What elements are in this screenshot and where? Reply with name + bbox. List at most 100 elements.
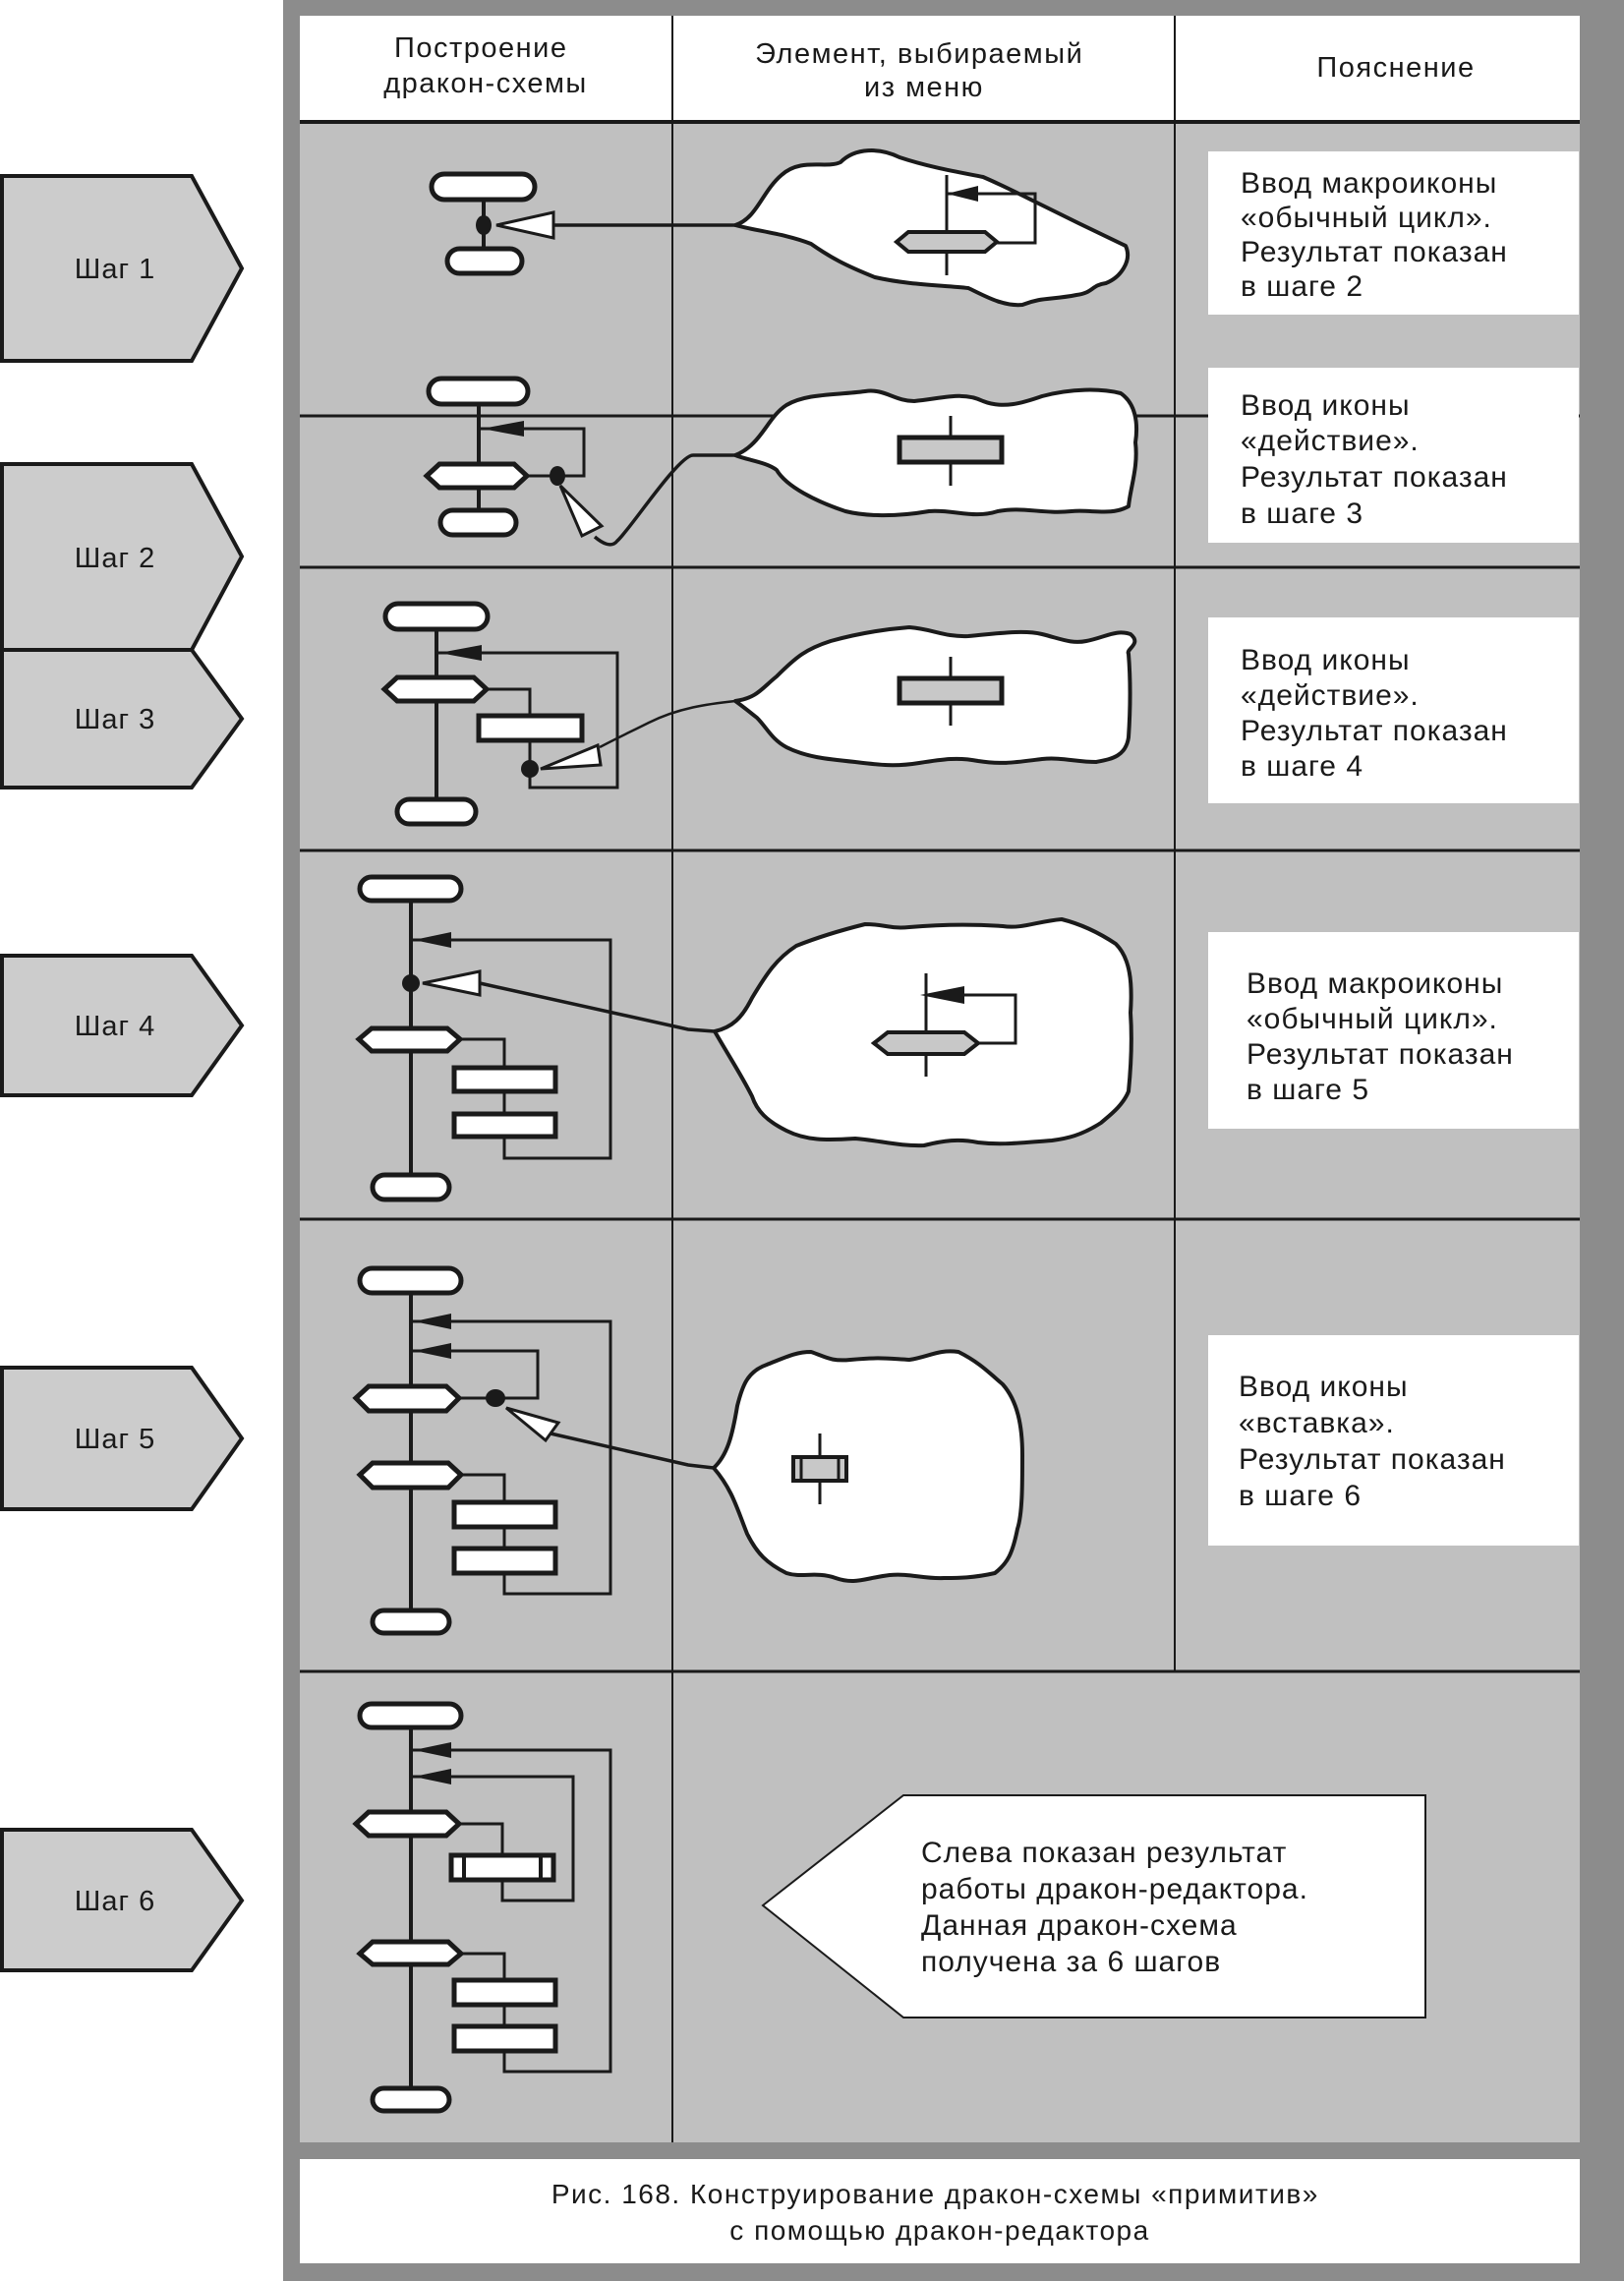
insert-icon bbox=[791, 1433, 848, 1504]
explanation-line: Ввод иконы bbox=[1241, 389, 1411, 422]
step-label-2: Шаг 2 bbox=[75, 543, 155, 574]
caption-line: с помощью дракон-редактора bbox=[729, 2215, 1149, 2246]
table-header-background bbox=[300, 16, 1580, 122]
explanation-line: «обычный цикл». bbox=[1241, 202, 1492, 234]
loop-hexagon bbox=[380, 674, 491, 704]
menu-icons bbox=[791, 175, 1037, 1504]
caption-background bbox=[300, 2159, 1580, 2263]
explanation-text-2: Ввод иконы «действие». Результат показан… bbox=[1241, 389, 1517, 530]
branch-line bbox=[459, 1822, 504, 1855]
arrow-left-icon bbox=[439, 645, 482, 661]
explanation-box-1 bbox=[1208, 151, 1579, 315]
explanation-line: в шаге 6 bbox=[1239, 1480, 1362, 1512]
explanation-line: Ввод иконы bbox=[1239, 1371, 1409, 1403]
pointer-arrow-icon bbox=[540, 742, 603, 771]
header-col1: Построение дракон-схемы bbox=[383, 32, 588, 99]
terminal-end bbox=[370, 2085, 452, 2114]
action-box bbox=[451, 1977, 558, 2008]
loop-hexagon bbox=[356, 1939, 465, 1967]
arrow-left-icon bbox=[414, 1769, 451, 1784]
explanation-line: Ввод макроиконы bbox=[1247, 967, 1503, 1000]
pointer-arrow-icon bbox=[505, 1406, 561, 1443]
icon-loop-line bbox=[947, 192, 1037, 245]
explanation-line: в шаге 4 bbox=[1241, 750, 1363, 783]
loop-hexagon bbox=[355, 1025, 464, 1054]
insert-box bbox=[448, 1852, 556, 1883]
insertion-point bbox=[550, 466, 565, 486]
terminal-start bbox=[382, 601, 491, 632]
step-label-3: Шаг 3 bbox=[75, 704, 155, 735]
step-badge-3 bbox=[0, 648, 245, 790]
menu-cloud-1[interactable] bbox=[733, 148, 1130, 308]
insertion-point bbox=[476, 215, 492, 235]
loop-hexagon bbox=[352, 1809, 463, 1839]
explanation-line: Результат показан bbox=[1241, 461, 1508, 494]
drakon-schemes bbox=[352, 171, 619, 2114]
scheme-step-1 bbox=[429, 171, 555, 276]
loop-hexagon-icon bbox=[870, 1030, 982, 1056]
explanation-line: «действие». bbox=[1241, 425, 1420, 457]
arrow-left-icon bbox=[414, 1742, 451, 1758]
connector-step-3 bbox=[599, 699, 736, 749]
action-icon bbox=[897, 416, 1005, 486]
step-badge-4 bbox=[0, 954, 245, 1097]
explanation-line: Результат показан bbox=[1241, 715, 1508, 747]
explanation-line: Результат показан bbox=[1247, 1038, 1514, 1071]
connector-step-5 bbox=[550, 1432, 715, 1470]
figure-caption: Рис. 168. Конструирование дракон-схемы «… bbox=[551, 2179, 1328, 2246]
branch-line bbox=[460, 1037, 506, 1068]
loop-macroicon bbox=[870, 973, 1017, 1077]
header-col1-line: Построение bbox=[394, 32, 567, 64]
connector-step-2 bbox=[593, 453, 735, 547]
callout-line: Слева показан результат bbox=[921, 1837, 1287, 1869]
action-box bbox=[476, 713, 585, 743]
step-label-6: Шаг 6 bbox=[75, 1886, 155, 1917]
menu-clouds bbox=[712, 148, 1139, 1583]
scheme-step-5 bbox=[352, 1265, 612, 1636]
loop-hexagon bbox=[352, 1383, 463, 1414]
step-badges bbox=[0, 174, 245, 1972]
header-col2-line: из меню bbox=[864, 72, 984, 103]
action-box bbox=[451, 1111, 558, 1140]
scheme-step-3 bbox=[380, 601, 619, 827]
branch-line bbox=[487, 687, 532, 716]
scheme-step-4 bbox=[355, 874, 612, 1202]
terminal-start bbox=[357, 1265, 464, 1296]
arrow-left-icon bbox=[414, 932, 451, 948]
explanation-line: «обычный цикл». bbox=[1247, 1003, 1498, 1035]
header-col2-line: Элемент, выбираемый bbox=[755, 38, 1083, 70]
explanation-boxes bbox=[1208, 151, 1579, 1546]
insertion-point bbox=[402, 974, 420, 992]
arrow-left-icon bbox=[482, 421, 524, 437]
terminal-start bbox=[357, 874, 464, 904]
explanation-line: «действие». bbox=[1241, 679, 1420, 712]
action-rect-icon bbox=[897, 435, 1005, 465]
explanation-line: Результат показан bbox=[1239, 1443, 1506, 1476]
result-callout bbox=[761, 1794, 1426, 2018]
connector-step-4 bbox=[479, 981, 716, 1033]
pointer-arrow-icon bbox=[422, 969, 482, 997]
loop-hexagon-icon bbox=[893, 230, 1001, 254]
scheme-step-2 bbox=[423, 376, 605, 539]
outer-loop-line bbox=[411, 1319, 612, 1596]
callout-line: получена за 6 шагов bbox=[921, 1946, 1221, 1978]
scheme-step-6 bbox=[352, 1701, 612, 2114]
outer-loop-line bbox=[411, 1748, 612, 2074]
result-callout-text: Слева показан результат работы дракон-ре… bbox=[921, 1837, 1317, 1978]
connectors bbox=[479, 223, 736, 1470]
pointer-arrow-icon bbox=[558, 484, 605, 539]
arrow-left-icon bbox=[947, 186, 978, 202]
loop-hexagon bbox=[423, 461, 531, 491]
step-label-5: Шаг 5 bbox=[75, 1424, 155, 1455]
action-rect-icon bbox=[897, 675, 1005, 706]
menu-cloud-5[interactable] bbox=[712, 1349, 1024, 1583]
explanation-text-4: Ввод макроиконы «обычный цикл». Результа… bbox=[1247, 967, 1523, 1106]
step-badge-5 bbox=[0, 1366, 245, 1511]
step-badge-2 bbox=[0, 462, 245, 652]
explanation-line: Результат показан bbox=[1241, 236, 1508, 268]
callout-line: Данная дракон-схема bbox=[921, 1909, 1238, 1942]
terminal-start bbox=[426, 376, 531, 407]
explanation-text-5: Ввод иконы «вставка». Результат показан … bbox=[1239, 1371, 1515, 1512]
branch-line bbox=[461, 1473, 506, 1502]
